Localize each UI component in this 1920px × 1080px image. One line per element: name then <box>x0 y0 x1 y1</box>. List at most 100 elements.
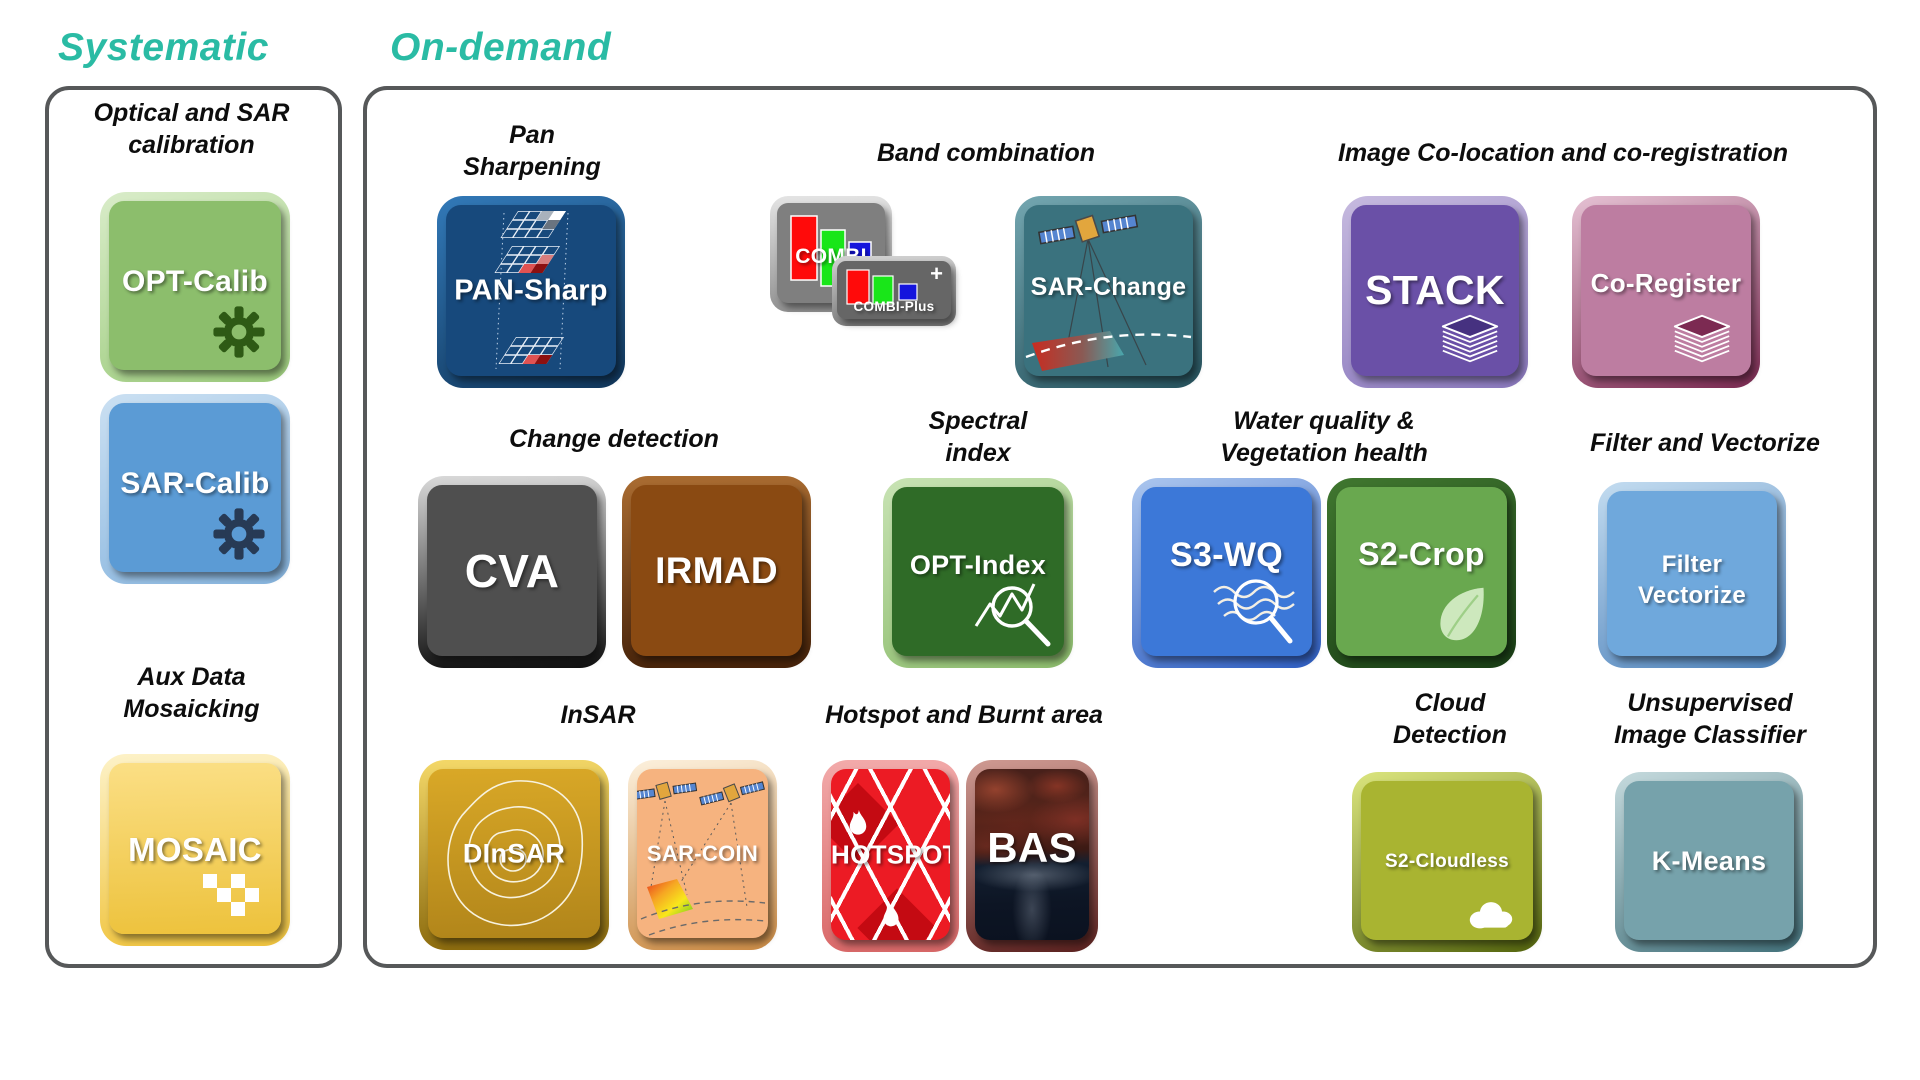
group-heading-image-co-location: Image Co-location and co-registration <box>1308 138 1818 170</box>
heading-line: Unsupervised <box>1627 689 1793 717</box>
systematic-title: Systematic <box>58 26 269 69</box>
tile-label: IRMAD <box>655 549 778 591</box>
cloud-icon <box>1469 902 1513 929</box>
tile-label: DInSAR <box>462 838 566 868</box>
tile-stack-face: STACK <box>1351 205 1519 376</box>
tile-label: OPT-Calib <box>121 265 269 299</box>
tile-hotspot[interactable]: HOTSPOT <box>822 760 959 952</box>
tile-mosaic-face: MOSAIC <box>109 763 281 934</box>
tile-opt-calib[interactable]: OPT-Calib <box>100 192 290 382</box>
tile-label: SAR-Change <box>1030 273 1187 302</box>
tile-s2-cloudless-face: S2-Cloudless <box>1361 781 1533 940</box>
tile-combi-plus[interactable]: + COMBI-Plus <box>832 256 956 326</box>
heading-line: Band combination <box>876 139 1096 167</box>
gear-icon <box>213 508 265 560</box>
heading-line: Change detection <box>509 425 719 453</box>
tile-k-means-face: K-Means <box>1624 781 1794 940</box>
tile-filter-vectorize[interactable]: Filter Vectorize <box>1598 482 1786 668</box>
heading-line: Mosaicking <box>123 694 260 723</box>
waves-magnifier-icon <box>1213 579 1295 644</box>
group-heading-change-detection: Change detection <box>464 424 764 456</box>
tile-cva[interactable]: CVA <box>418 476 606 668</box>
tile-label: COMBI-Plus <box>853 299 935 314</box>
tile-s2-crop[interactable]: S2-Crop <box>1327 478 1516 668</box>
tile-mosaic[interactable]: MOSAIC <box>100 754 290 946</box>
group-heading-aux-data-mosaicking: Aux Data Mosaicking <box>45 662 338 725</box>
tile-bas[interactable]: BAS <box>966 760 1098 952</box>
tile-label: PAN-Sharp <box>454 274 608 306</box>
heading-line: Vegetation health <box>1220 438 1428 467</box>
tile-label: K-Means <box>1651 846 1767 877</box>
tile-sar-change[interactable]: SAR-Change <box>1015 196 1202 388</box>
tile-sar-coin-face: SAR-COIN <box>637 769 768 938</box>
tile-label-line: Filter <box>1661 550 1723 578</box>
flame-icon <box>883 904 898 927</box>
tile-irmad-face: IRMAD <box>631 485 802 656</box>
group-heading-pan-sharpening: Pan Sharpening <box>437 120 627 183</box>
contour-lines-art <box>447 780 584 927</box>
tile-s3-wq[interactable]: S3-WQ <box>1132 478 1321 668</box>
heading-line: Image Classifier <box>1614 720 1806 749</box>
tile-bas-face: BAS <box>975 769 1089 940</box>
tile-label: S2-Crop <box>1358 536 1485 572</box>
tile-stack[interactable]: STACK <box>1342 196 1528 388</box>
tile-opt-index[interactable]: OPT-Index <box>883 478 1073 668</box>
tile-dinsar[interactable]: DInSAR <box>419 760 609 950</box>
tile-filter-vectorize-face: Filter Vectorize <box>1607 491 1777 656</box>
group-heading-cloud-detection: Cloud Detection <box>1345 688 1555 751</box>
tile-co-register[interactable]: Co-Register <box>1572 196 1760 388</box>
tile-label: MOSAIC <box>128 831 262 869</box>
tile-pan-sharp-face: PAN-Sharp <box>446 205 616 376</box>
rgb-bars-icon <box>846 269 918 305</box>
heading-line: Detection <box>1393 720 1507 749</box>
group-heading-insar: InSAR <box>498 700 698 732</box>
group-heading-water-quality: Water quality & Vegetation health <box>1174 406 1474 469</box>
layers-icon <box>1441 314 1499 363</box>
satellite-icon <box>698 776 766 809</box>
chart-magnifier-icon <box>974 583 1051 647</box>
heading-line: Sharpening <box>463 152 601 181</box>
mosaic-squares-icon <box>203 874 259 916</box>
flame-icon <box>849 809 867 835</box>
tile-sar-calib-face: SAR-Calib <box>109 403 281 572</box>
satellite-interferometry-art <box>637 776 766 936</box>
pixel-grids-art <box>494 211 569 370</box>
tile-label-line: Vectorize <box>1637 581 1747 609</box>
tile-opt-index-face: OPT-Index <box>892 487 1064 656</box>
heading-line: Pan <box>509 121 555 149</box>
tile-label: S3-WQ <box>1170 536 1283 574</box>
tile-co-register-face: Co-Register <box>1581 205 1751 376</box>
group-heading-filter-vectorize: Filter and Vectorize <box>1550 428 1860 460</box>
tile-s2-cloudless[interactable]: S2-Cloudless <box>1352 772 1542 952</box>
tile-irmad[interactable]: IRMAD <box>622 476 811 668</box>
tile-dinsar-face: DInSAR <box>428 769 600 938</box>
heading-line: Filter and Vectorize <box>1590 429 1820 457</box>
tile-label: HOTSPOT <box>831 839 950 869</box>
group-heading-band-combination: Band combination <box>836 138 1136 170</box>
tile-hotspot-face: HOTSPOT <box>831 769 950 940</box>
tile-k-means[interactable]: K-Means <box>1615 772 1803 952</box>
heading-line: Image Co-location and co-registration <box>1337 139 1789 167</box>
heading-line: Aux Data <box>137 663 246 691</box>
tile-pan-sharp[interactable]: PAN-Sharp <box>437 196 625 388</box>
heading-line: InSAR <box>560 701 636 729</box>
tile-opt-calib-face: OPT-Calib <box>109 201 281 370</box>
on-demand-title: On-demand <box>390 26 612 69</box>
group-heading-unsupervised-classifier: Unsupervised Image Classifier <box>1584 688 1836 751</box>
heading-line: Spectral <box>928 407 1028 435</box>
tile-sar-coin[interactable]: SAR-COIN <box>628 760 777 950</box>
tile-sar-calib[interactable]: SAR-Calib <box>100 394 290 584</box>
tile-label: Co-Register <box>1590 268 1742 299</box>
satellite-icon <box>637 777 698 804</box>
tile-label: S2-Cloudless <box>1385 850 1509 872</box>
heading-line: Optical and SAR <box>93 99 290 127</box>
tile-cva-face: CVA <box>427 485 597 656</box>
tile-label: STACK <box>1365 266 1505 313</box>
plus-badge: + <box>930 261 943 286</box>
leaf-icon <box>1440 587 1484 641</box>
tile-label: SAR-COIN <box>646 840 759 866</box>
layers-icon <box>1673 314 1731 363</box>
heading-line: calibration <box>128 130 255 159</box>
heading-line: Water quality & <box>1233 407 1415 435</box>
